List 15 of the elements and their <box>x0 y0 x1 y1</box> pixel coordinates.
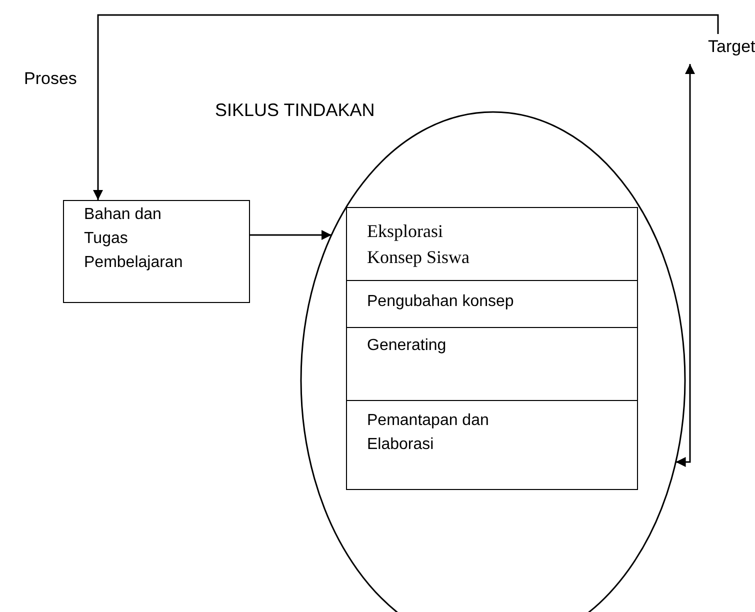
arrow <box>676 64 695 467</box>
stage-label: Pemantapan dan Elaborasi <box>367 411 490 455</box>
target-label: Target <box>708 34 754 56</box>
stage-label: Generating <box>367 336 446 356</box>
process-box <box>63 200 250 303</box>
stage-box <box>346 400 638 490</box>
stage-box <box>346 280 638 328</box>
stage-box <box>346 327 638 401</box>
arrow <box>93 14 719 200</box>
cycle-heading: SIKLUS TINDAKAN <box>215 99 375 122</box>
box-label: Bahan dan Tugas Pembelajaran <box>84 205 184 273</box>
stage-label: Eksplorasi Konsep Siswa <box>367 220 470 270</box>
stage-box <box>346 207 638 281</box>
arrow <box>250 230 332 240</box>
stage-label: Pengubahan konsep <box>367 292 514 312</box>
